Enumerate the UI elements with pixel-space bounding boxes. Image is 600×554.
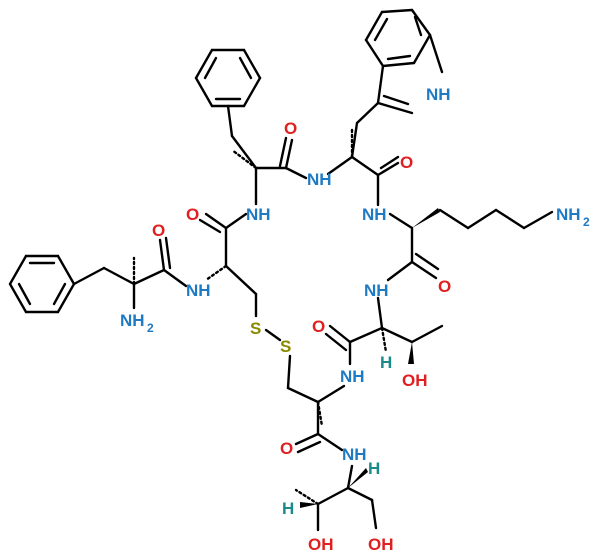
cys2-carbonyl-o: O: [280, 439, 293, 458]
cys-phe-nh: NH: [246, 205, 271, 224]
thr-cys-nh: NH: [340, 367, 365, 386]
thrl-oh1-label: OH: [308, 535, 334, 554]
dphe-carbonyl-o: O: [152, 221, 165, 240]
cys1-stereo-hash: [204, 264, 228, 282]
thr-stereo-hash: [380, 326, 388, 354]
n-terminal-nh2: NH: [120, 311, 145, 330]
thrl-wedge-2: [300, 502, 318, 508]
sulfur-1: S: [250, 319, 261, 338]
thrl-stereo-hash: [294, 488, 320, 506]
thr-carbonyl-o: O: [312, 317, 325, 336]
cys1-carbonyl-o: O: [186, 205, 199, 224]
thrl-h1-label: H: [368, 459, 380, 478]
thrl-oh2-label: OH: [368, 535, 394, 554]
phe-carbonyl-o: O: [284, 119, 297, 138]
sulfur-2: S: [280, 337, 291, 356]
indole-ring: [364, 8, 444, 115]
dphe-cys-nh: NH: [186, 281, 211, 300]
thr-oh-label: OH: [402, 371, 428, 390]
trp-carbonyl-o: O: [400, 153, 413, 172]
indole-nh-label: NH: [426, 85, 451, 104]
phe-stereo-hash: [230, 148, 258, 170]
thr-h-label: H: [380, 353, 392, 372]
phe-ring-left: [8, 254, 76, 314]
n-terminal-nh2-sub: 2: [147, 321, 154, 335]
lys-amine-sub: 2: [583, 215, 590, 229]
thrl-h2-label: H: [282, 499, 294, 518]
lys-amine-label: NH: [556, 205, 581, 224]
phe-trp-nh: NH: [307, 170, 332, 189]
lys-thr-nh: NH: [364, 281, 389, 300]
phe-ring-top: [194, 48, 262, 108]
cys-thrl-nh: NH: [342, 445, 367, 464]
thrl-wedge-1: [348, 468, 368, 488]
lys-carbonyl-o: O: [438, 277, 451, 296]
trp-lys-nh: NH: [362, 205, 387, 224]
thr-wedge: [408, 342, 414, 364]
lys-wedge: [412, 208, 440, 228]
